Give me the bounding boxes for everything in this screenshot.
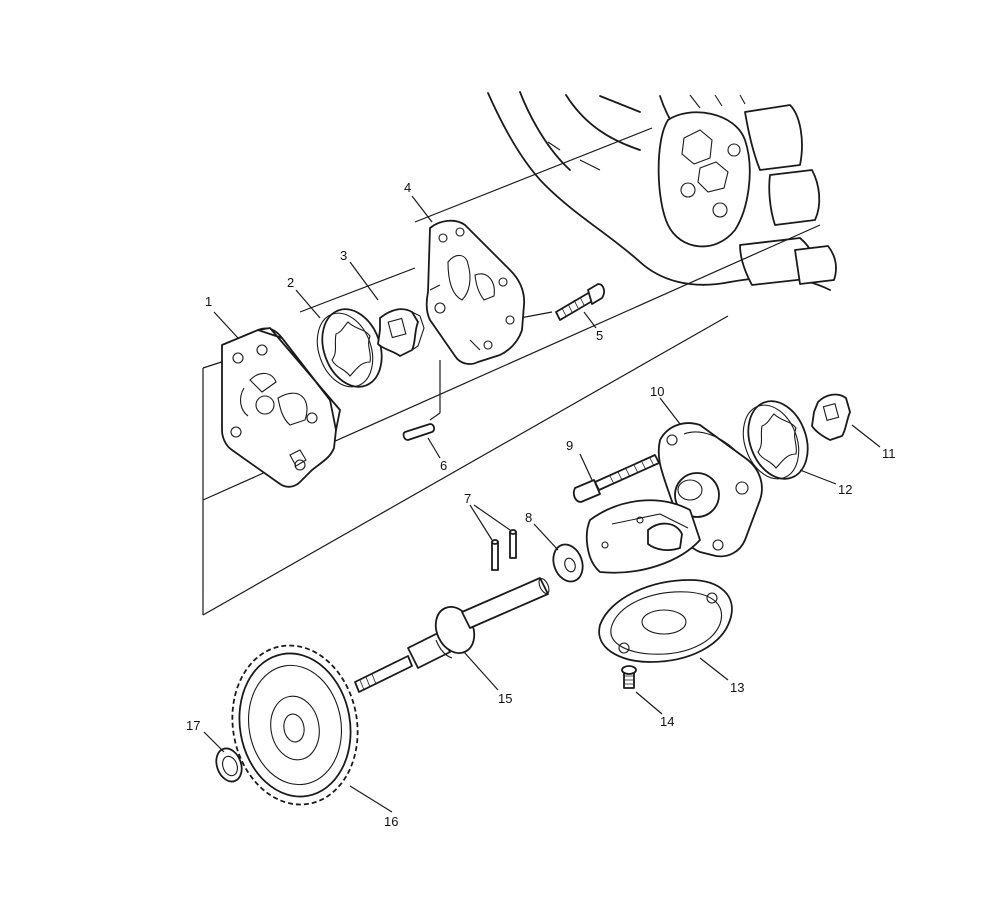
callout-12: 12 [838, 482, 852, 497]
callout-10: 10 [650, 384, 664, 399]
pump-flange [585, 499, 701, 574]
pump-shaft-part-15 [354, 577, 550, 693]
screw-part-14 [621, 665, 637, 689]
engine-case [487, 91, 837, 291]
callout-1: 1 [205, 294, 212, 309]
strainer-plate-part-13 [598, 579, 733, 663]
drive-gear-part-16 [231, 644, 359, 806]
callout-4: 4 [404, 180, 411, 195]
pins-part-7 [491, 529, 517, 571]
outer-rotor-part-12 [742, 400, 809, 480]
small-washer-part-17 [215, 747, 243, 783]
pump-plate-part-4 [425, 219, 525, 365]
dowel-pin-part-6 [402, 423, 436, 441]
callout-2: 2 [287, 275, 294, 290]
callout-13: 13 [730, 680, 744, 695]
inner-rotor-part-3 [377, 308, 425, 357]
callout-6: 6 [440, 458, 447, 473]
outer-rotor-part-2 [316, 308, 383, 388]
callout-7: 7 [464, 491, 471, 506]
callout-8: 8 [525, 510, 532, 525]
callout-11: 11 [882, 446, 896, 461]
bolt-part-5 [555, 283, 605, 321]
long-bolt-part-9 [572, 454, 660, 503]
callout-3: 3 [340, 248, 347, 263]
callout-numbers: 1 2 3 4 5 6 7 8 9 10 11 12 13 14 15 16 1… [186, 180, 896, 829]
washer-part-8 [552, 543, 584, 583]
callout-5: 5 [596, 328, 603, 343]
callout-leaders [203, 195, 881, 813]
callout-16: 16 [384, 814, 398, 829]
callout-9: 9 [566, 438, 573, 453]
callout-15: 15 [498, 691, 512, 706]
callout-14: 14 [660, 714, 674, 729]
pump-body-part-1 [221, 327, 341, 488]
callout-17: 17 [186, 718, 200, 733]
inner-rotor-part-11 [811, 393, 851, 441]
